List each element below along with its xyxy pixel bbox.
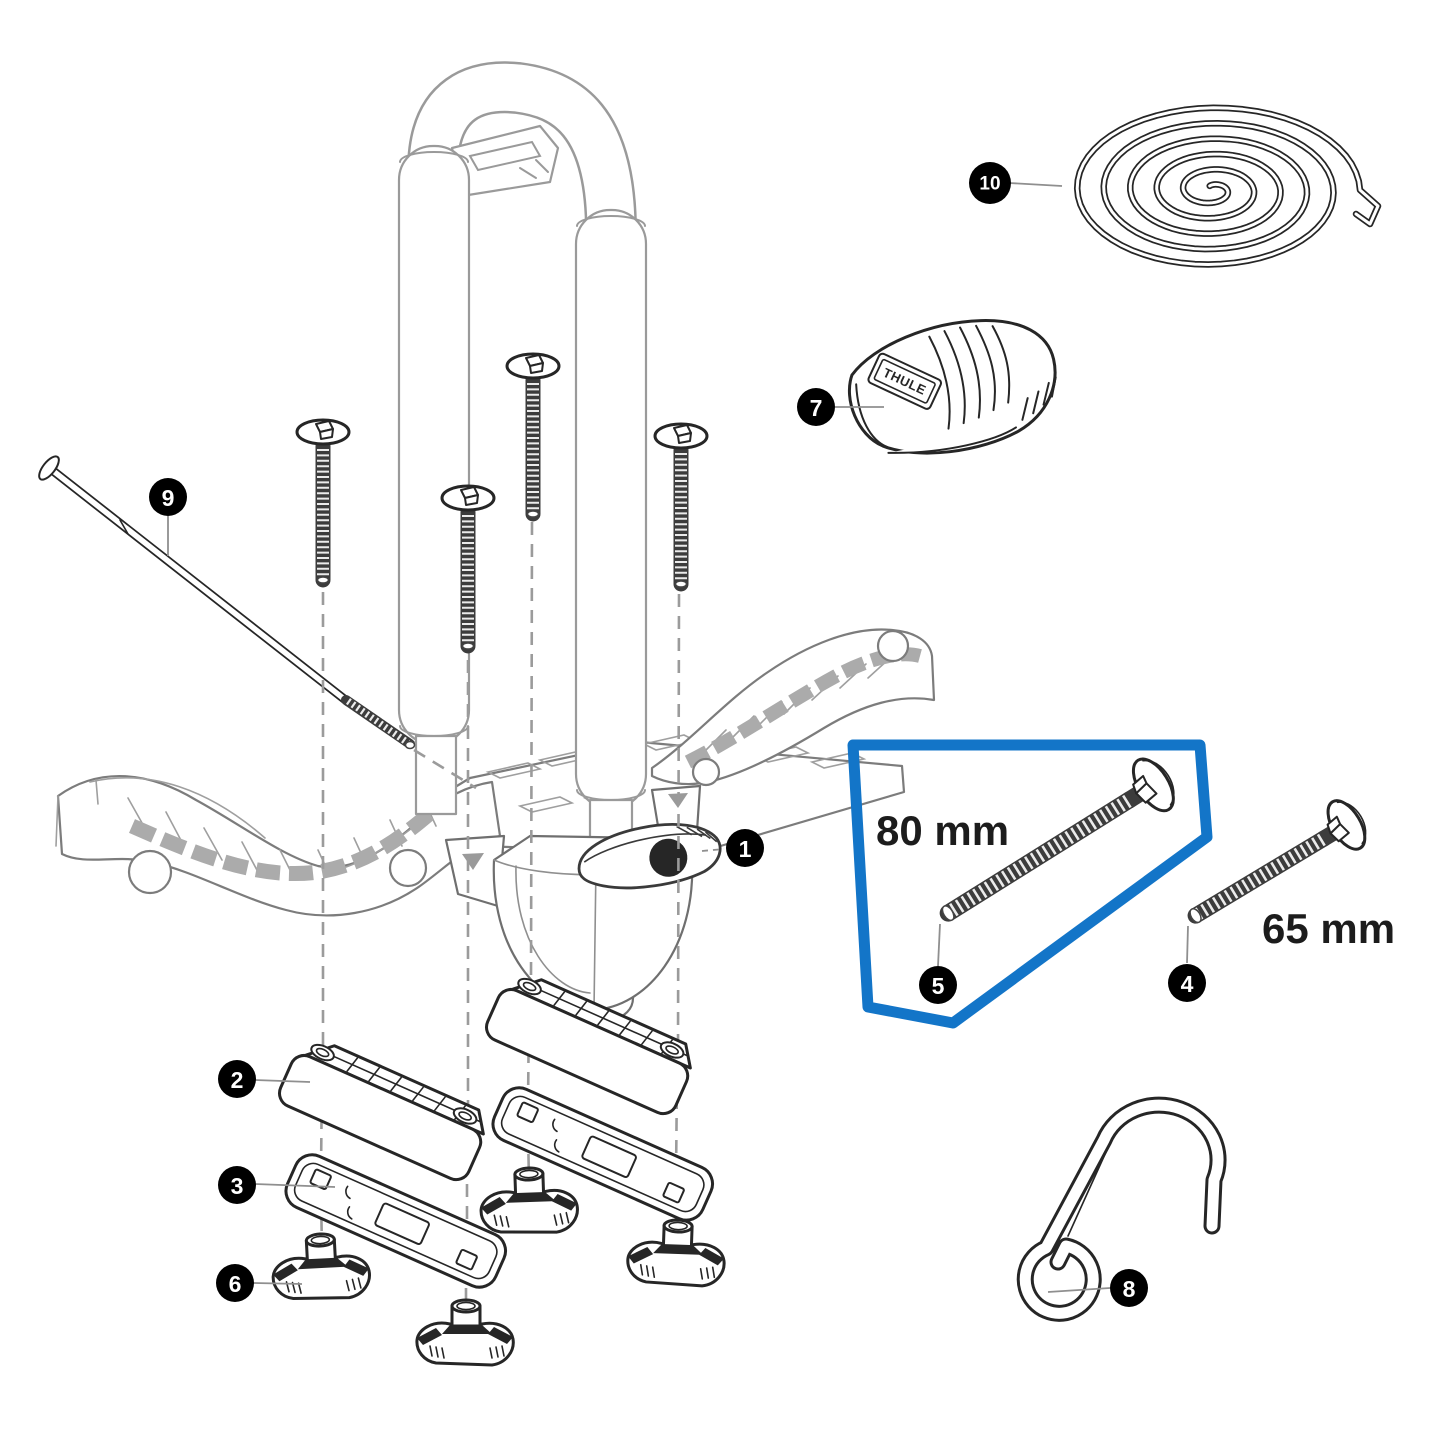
buckle-edge-ribs <box>1021 376 1057 421</box>
callout-10: 10 <box>969 162 1011 204</box>
coiled-strap <box>1073 104 1382 268</box>
callout-3: 3 <box>218 1166 256 1204</box>
wing-nut-2 <box>415 1298 515 1367</box>
svg-text:2: 2 <box>231 1067 244 1093</box>
callout-leaders <box>167 182 1189 1293</box>
svg-text:7: 7 <box>810 395 823 421</box>
wing-nut-3 <box>478 1164 580 1237</box>
pad-strip-left <box>128 802 441 882</box>
svg-text:1: 1 <box>739 836 752 862</box>
wing-nut-4 <box>625 1216 728 1289</box>
svg-text:3: 3 <box>231 1173 244 1199</box>
svg-text:6: 6 <box>229 1271 242 1297</box>
callout-1: 1 <box>726 829 764 867</box>
callout-5: 5 <box>919 966 957 1004</box>
highlight-box <box>847 739 1213 1029</box>
callout-8: 8 <box>1110 1269 1148 1307</box>
tube-left-lower <box>414 734 458 816</box>
callout-4: 4 <box>1168 964 1206 1002</box>
svg-text:10: 10 <box>979 174 1000 195</box>
highlight-group-80mm: 80 mm <box>847 739 1213 1029</box>
svg-text:9: 9 <box>162 485 175 511</box>
callout-6: 6 <box>216 1264 254 1302</box>
bolt-65mm-group: 65 mm <box>1187 799 1395 952</box>
callout-markers: 1 2 3 4 5 6 7 8 <box>149 162 1206 1307</box>
wing-end-hole-left <box>127 849 173 895</box>
svg-text:4: 4 <box>1181 971 1194 997</box>
svg-text:5: 5 <box>932 973 945 999</box>
saddle-wing-right <box>650 628 936 787</box>
threaded-rod <box>38 455 416 750</box>
s-hook <box>1016 1096 1227 1322</box>
u-bar-bend <box>407 61 637 258</box>
callout-9: 9 <box>149 478 187 516</box>
wing-inner-hole-left <box>388 848 428 888</box>
callout-2: 2 <box>218 1060 256 1098</box>
saddle-wing-left <box>55 774 502 917</box>
wing-end-hole-right <box>876 629 910 663</box>
carriage-bolt-c <box>507 354 559 517</box>
wing-inner-hole-right <box>691 757 721 787</box>
dimension-label-80mm: 80 mm <box>876 807 1009 854</box>
buckle-bumper: THULE <box>847 319 1057 455</box>
foam-sleeve-right <box>574 208 648 810</box>
wing-nut-1 <box>269 1230 373 1304</box>
carriage-bolt-d <box>655 424 707 587</box>
carriage-bolt-a <box>297 420 349 583</box>
bolt-65mm <box>1187 799 1367 924</box>
foam-sleeve-left <box>397 144 471 746</box>
rack-assembly <box>38 61 936 1367</box>
thule-logo: THULE <box>867 352 942 410</box>
callout-7: 7 <box>797 388 835 426</box>
bolt-80mm <box>939 757 1175 922</box>
svg-text:8: 8 <box>1123 1276 1136 1302</box>
dimension-label-65mm: 65 mm <box>1262 905 1395 952</box>
